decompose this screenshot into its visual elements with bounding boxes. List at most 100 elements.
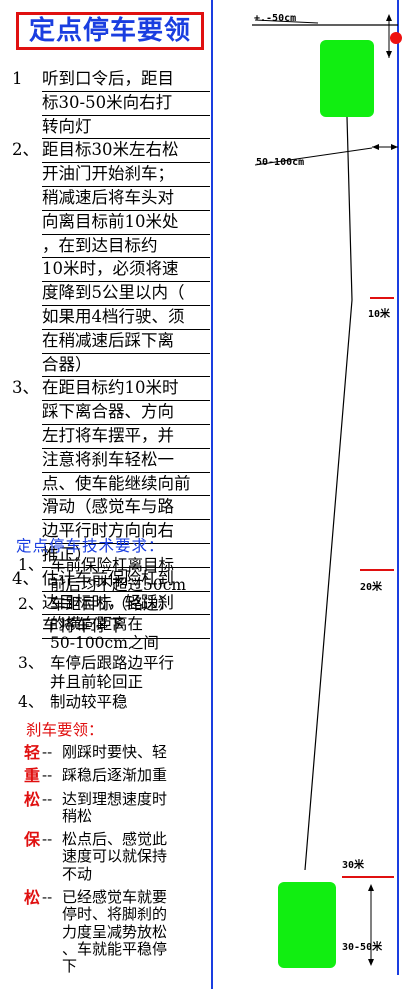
label-10m: 10米 [368, 309, 391, 320]
brake-tip-text-line: 稍松 [62, 806, 93, 825]
step-text-line: ，在到达目标约 [42, 235, 210, 259]
requirement-text-line: 车距目标（路边） [50, 595, 175, 613]
step-text-line: 注意将刹车轻松一 [42, 449, 210, 473]
brake-tip-dash: -- [42, 766, 53, 785]
brake-tip-text-line: 松点后、感觉此 [62, 830, 168, 849]
requirement-text-line: 前后均不超过50cm [50, 575, 187, 594]
step-text-line: 估计车前保险杠到 [42, 568, 210, 592]
step-number: 1 [12, 69, 23, 88]
label-30-50m: 30-50米 [342, 942, 383, 953]
requirement-item: 4、制动较平稳 [18, 693, 218, 713]
step-item: 1 听到口令后，距目标30-50米向右打转向灯 [10, 68, 210, 140]
tolerance-label: +.-50cm [254, 13, 297, 24]
tolerance-arrow-up-icon [386, 14, 392, 21]
step-text-line: 开油门开始刹车； [42, 163, 210, 187]
requirement-text-line: 50-100cm之间 [50, 634, 159, 652]
brake-tip-item: 保-- 松点后、感觉此速度可以就保持不动 [24, 830, 214, 883]
step-text-line: 点、使车能继续向前 [42, 473, 210, 497]
brake-tip-dash: -- [42, 743, 53, 761]
parked-car [320, 40, 374, 117]
brake-tip-text-line: 停时、将脚刹的 [62, 905, 168, 924]
lateral-leader [254, 147, 373, 166]
lateral-arrow-left-icon [372, 144, 379, 150]
brake-tip-dash: -- [42, 830, 53, 849]
step-text-line: 合器） [42, 354, 210, 378]
requirement-item: 1、车前保险杠离目标前后均不超过50cm [18, 556, 218, 595]
vehicle-trajectory [304, 116, 353, 871]
brake-tip-text-line: 、车就能平稳停 [62, 939, 168, 958]
start-arrow-down-icon [368, 959, 374, 966]
step-text-line: 标30-50米向右打 [42, 92, 210, 116]
brake-tip-item: 松-- 已经感觉车就要停时、将脚刹的力度呈减势放松、车就能平稳停下 [24, 888, 214, 976]
step-text-line: 度降到5公里以内（ [42, 282, 210, 306]
step-number: 3、 [12, 378, 39, 398]
label-20m: 20米 [360, 582, 383, 593]
step-text-line: 向离目标前10米处 [42, 211, 210, 235]
tech-requirements-heading: 定点停车技术要求： [16, 537, 165, 555]
step-item: 4、估计车前保险杠到达目标时，轻踩刹车将车停下 [10, 568, 210, 640]
requirement-text-line: 车前保险杠离目标 [50, 556, 175, 574]
brake-tip-keyword: 松 [24, 888, 41, 908]
step-text-line: 车将车停下 [42, 615, 210, 640]
step-text-line: 踩下离合器、方向 [42, 401, 210, 425]
requirement-text-line: 的横向距离在 [50, 614, 144, 633]
start-car [278, 882, 336, 968]
step-text-line: 在距目标约10米时 [42, 377, 210, 402]
requirement-item: 3、车停后跟路边平行并且前轮回正 [18, 654, 218, 693]
requirement-number: 2、 [18, 595, 44, 613]
brake-tip-item: 重-- 踩稳后逐渐加重 [24, 766, 214, 786]
tolerance-arrow-down-icon [386, 51, 392, 58]
requirement-text-line: 并且前轮回正 [50, 673, 144, 691]
brake-tip-text-line: 下 [62, 957, 78, 976]
brake-tip-dash: -- [42, 888, 53, 907]
brake-tip-text-line: 踩稳后逐渐加重 [62, 766, 168, 785]
brake-tip-keyword: 重 [24, 766, 41, 786]
lateral-arrow-right-icon [391, 144, 398, 150]
brake-tip-keyword: 保 [24, 830, 41, 850]
step-text-line: 听到口令后，距目 [42, 68, 210, 92]
brake-tip-item: 轻-- 刚踩时要快、轻 [24, 743, 214, 762]
step-text-line: 推正） [42, 544, 210, 568]
brake-tip-text-line: 刚踩时要快、轻 [62, 743, 168, 761]
brake-tip-keyword: 轻 [24, 743, 41, 762]
step-item: 2、距目标30米左右松开油门开始刹车；稍减速后将车头对向离目标前10米处，在到达… [10, 139, 210, 378]
requirement-number: 4、 [18, 692, 44, 711]
step-text-line: 10米时，必须将速 [42, 258, 210, 283]
step-text-line: 转向灯 [42, 116, 210, 140]
step-text-line: 在稍减速后踩下离 [42, 330, 210, 354]
step-text-line: 左打将车摆平，并 [42, 425, 210, 449]
requirement-text-line: 车停后跟路边平行 [50, 653, 175, 672]
brake-tips-list: 轻--刚踩时要快、轻重--踩稳后逐渐加重松--达到理想速度时稍松保--松点后、感… [24, 743, 214, 982]
step-text-line: 滑动（感觉车与路 [42, 496, 210, 521]
step-item: 3、在距目标约10米时踩下离合器、方向左打将车摆平，并注意将刹车轻松一点、使车能… [10, 377, 210, 568]
brake-tip-text-line: 达到理想速度时 [62, 789, 168, 808]
title-box: 定点停车要领 [16, 12, 204, 50]
brake-tip-text-line: 力度呈减势放松 [62, 922, 168, 941]
brake-tip-keyword: 松 [24, 789, 41, 809]
brake-tip-text-line: 速度可以就保持 [62, 847, 168, 866]
step-number: 4、 [12, 568, 39, 588]
brake-tip-text-line: 已经感觉车就要 [62, 888, 168, 907]
step-text-line: 如果用4档行驶、须 [42, 306, 210, 330]
step-text-line: 稍减速后将车头对 [42, 187, 210, 211]
step-text-line: 边平行时方向向右 [42, 520, 210, 544]
requirement-number: 3、 [18, 653, 44, 672]
lateral-label: 50-100cm [256, 157, 305, 168]
brake-tip-item: 松-- 达到理想速度时稍松 [24, 789, 214, 826]
requirement-number: 1、 [18, 556, 44, 574]
page-title: 定点停车要领 [28, 16, 191, 46]
step-text-line: 达目标时，轻踩刹 [42, 592, 210, 616]
start-arrow-up-icon [368, 884, 374, 891]
brake-tips-heading: 刹车要领： [26, 721, 104, 739]
step-number: 2、 [12, 140, 39, 160]
step-text-line: 距目标30米左右松 [42, 139, 210, 164]
target-dot-icon [390, 32, 402, 44]
brake-tip-dash: -- [42, 789, 53, 808]
brake-tip-text-line: 不动 [62, 864, 93, 883]
tolerance-leader [254, 19, 319, 24]
label-30m: 30米 [342, 860, 365, 871]
